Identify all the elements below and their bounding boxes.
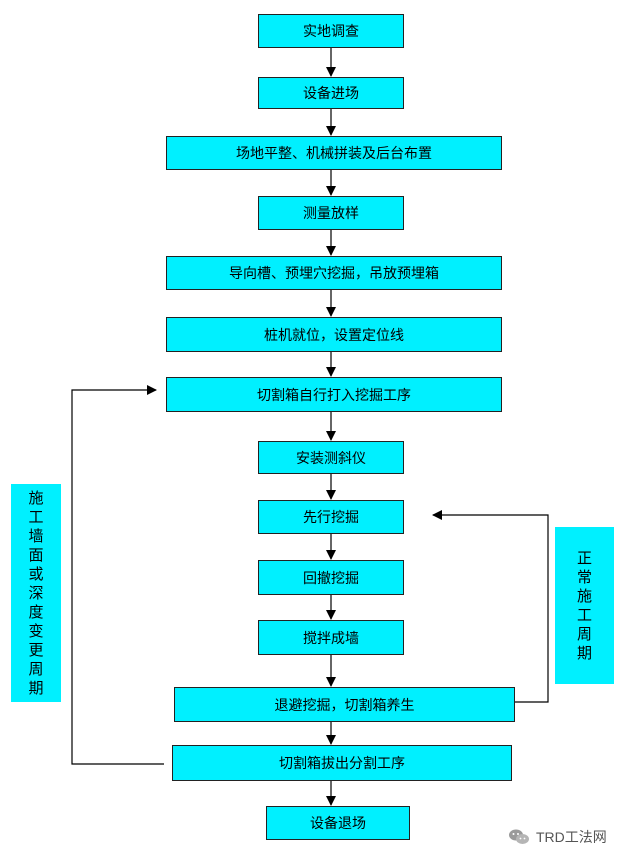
step-label: 切割箱拔出分割工序	[279, 756, 405, 772]
step-label: 设备退场	[310, 816, 366, 832]
step-install-inclinometer: 安装测斜仪	[258, 441, 404, 474]
step-label: 搅拌成墙	[303, 630, 359, 647]
step-site-survey: 实地调查	[258, 14, 404, 48]
step-label: 导向槽、预埋穴挖掘，吊放预埋箱	[229, 266, 439, 282]
left-loop-label-box: 施工墙面或深度变更周期	[11, 484, 61, 702]
step-withdraw-curing: 退避挖掘，切割箱养生	[174, 687, 515, 722]
watermark: TRD工法网	[508, 824, 628, 850]
step-equipment-exit: 设备退场	[266, 806, 410, 840]
step-label: 先行挖掘	[303, 510, 359, 526]
watermark-text: TRD工法网	[536, 829, 607, 845]
right-loop-label-box: 正常施工周期	[555, 527, 614, 684]
step-label: 设备进场	[303, 86, 359, 102]
step-site-leveling: 场地平整、机械拼装及后台布置	[166, 136, 502, 170]
step-cutter-driving: 切割箱自行打入挖掘工序	[166, 377, 502, 412]
step-equipment-entry: 设备进场	[258, 77, 404, 109]
right-loop-label: 正常施工周期	[576, 548, 592, 662]
left-loop-connector	[71, 385, 164, 765]
right-loop-connector	[432, 510, 549, 703]
step-cutter-extraction: 切割箱拔出分割工序	[172, 745, 512, 781]
step-label: 桩机就位，设置定位线	[264, 327, 404, 344]
step-guide-trench: 导向槽、预埋穴挖掘，吊放预埋箱	[166, 256, 502, 290]
step-label: 场地平整、机械拼装及后台布置	[236, 146, 432, 162]
wechat-icon	[509, 829, 529, 844]
step-survey-layout: 测量放样	[258, 196, 404, 230]
step-label: 实地调查	[303, 24, 359, 40]
step-label: 回撤挖掘	[303, 570, 359, 587]
left-loop-label: 施工墙面或深度变更周期	[28, 488, 44, 697]
step-label: 退避挖掘，切割箱养生	[274, 697, 415, 714]
step-mixing-wall: 搅拌成墙	[258, 620, 404, 655]
step-retreat-excavation: 回撤挖掘	[258, 560, 404, 595]
step-rig-positioning: 桩机就位，设置定位线	[166, 317, 502, 352]
step-label: 测量放样	[303, 206, 359, 222]
step-label: 安装测斜仪	[296, 450, 366, 467]
step-label: 切割箱自行打入挖掘工序	[257, 387, 411, 404]
step-advance-excavation: 先行挖掘	[258, 500, 404, 534]
